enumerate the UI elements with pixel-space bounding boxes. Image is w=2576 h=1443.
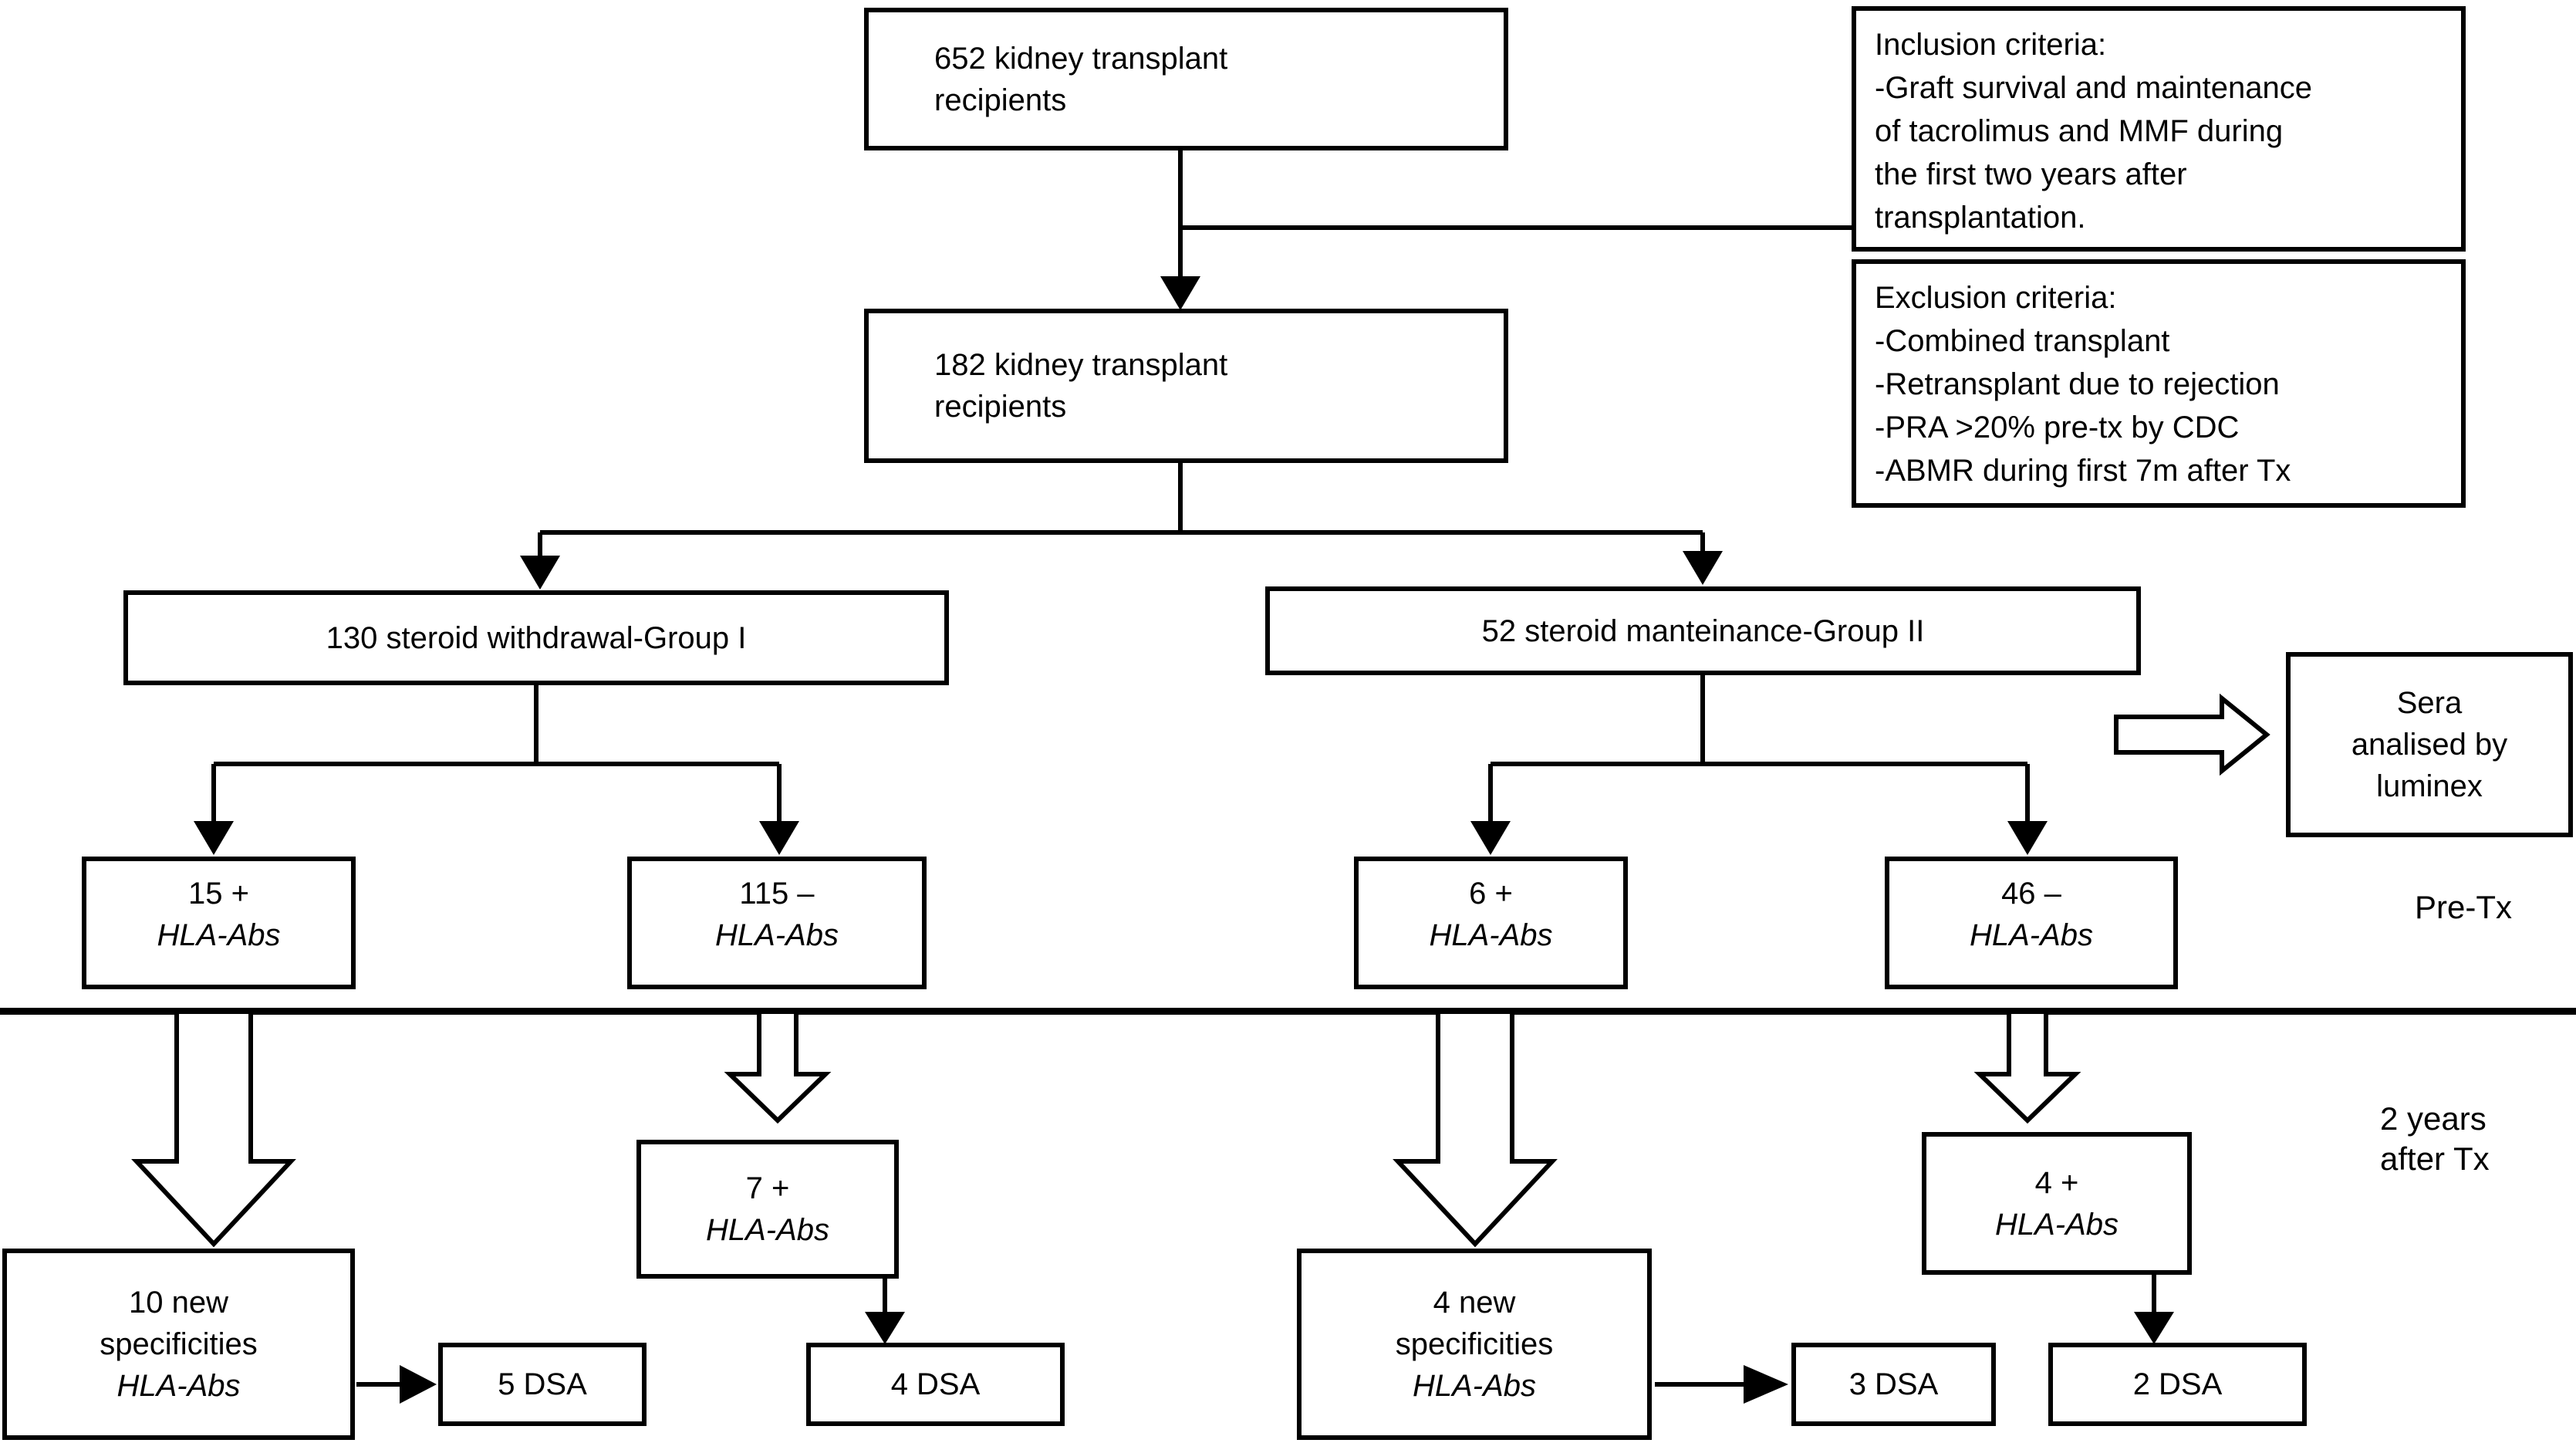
pre-tx-label: Pre-Tx (2415, 889, 2512, 925)
node-group2-hla-positive: 6 + HLA-Abs (1354, 857, 1628, 989)
group1-seroconv-count: 7 + (745, 1171, 790, 1205)
node-2-dsa: 2 DSA (2048, 1343, 2307, 1426)
arrowhead-to-group2 (1683, 551, 1723, 585)
group1-text: 130 steroid withdrawal-Group I (326, 620, 747, 655)
dsa-3-text: 3 DSA (1848, 1367, 1939, 1401)
sera-text: Sera analised by luminex (2351, 686, 2508, 803)
arrowhead-to-182 (1160, 276, 1200, 310)
arrowhead-to-5dsa (400, 1365, 437, 1404)
hla-abs-label: HLA-Abs (1429, 918, 1553, 952)
node-5-dsa: 5 DSA (438, 1343, 647, 1426)
hollow-arrows (131, 693, 2270, 1248)
arrowhead-to-46neg (2007, 821, 2048, 855)
hla-abs-label: HLA-Abs (1969, 918, 2094, 952)
node-3-dsa: 3 DSA (1791, 1343, 1996, 1426)
exclusion-criteria-text: Exclusion criteria: -Combined transplant… (1875, 281, 2291, 488)
group2-seroconv-count: 4 + (2034, 1165, 2079, 1200)
dsa-2-text: 2 DSA (2132, 1367, 2223, 1401)
connector-lines (211, 149, 2156, 1387)
node-group1-steroid-withdrawal: 130 steroid withdrawal-Group I (123, 590, 949, 685)
hla-abs-label: HLA-Abs (157, 918, 281, 952)
node-652-recipients: 652 kidney transplant recipients (864, 8, 1508, 150)
arrowhead-to-15pos (194, 821, 234, 855)
node-652-text: 652 kidney transplant recipients (934, 41, 1228, 117)
arrowhead-to-115neg (759, 821, 799, 855)
inclusion-criteria-box: Inclusion criteria: -Graft survival and … (1852, 6, 2466, 252)
hollow-arrow-group1-pos-down (131, 1009, 296, 1248)
hla-abs-label: HLA-Abs (116, 1369, 241, 1403)
hla-abs-label: HLA-Abs (705, 1213, 830, 1247)
node-group1-new-specificities: 10 new specificities HLA-Abs (2, 1249, 355, 1440)
group1-neg-count: 115 – (739, 877, 815, 911)
group1-pos-count: 15 + (188, 877, 249, 911)
arrowhead-to-4dsa (865, 1312, 905, 1344)
hla-abs-label: HLA-Abs (1994, 1207, 2119, 1242)
arrowhead-to-2dsa (2134, 1312, 2174, 1344)
dsa-4-text: 4 DSA (890, 1367, 981, 1401)
exclusion-criteria-box: Exclusion criteria: -Combined transplant… (1852, 259, 2466, 508)
node-182-recipients: 182 kidney transplant recipients (864, 309, 1508, 463)
solid-arrowheads (194, 276, 2174, 1404)
node-group2-new-specificities: 4 new specificities HLA-Abs (1297, 1249, 1652, 1440)
after-tx-label: 2 years after Tx (2380, 1100, 2490, 1177)
hollow-arrow-group2-pos-down (1393, 1009, 1558, 1248)
group2-text: 52 steroid manteinance-Group II (1481, 613, 1925, 648)
hla-abs-label: HLA-Abs (1412, 1369, 1537, 1403)
node-group2-steroid-maintenance: 52 steroid manteinance-Group II (1265, 586, 2141, 675)
arrowhead-to-group1 (520, 556, 560, 590)
arrowhead-to-6pos (1470, 821, 1511, 855)
node-182-text: 182 kidney transplant recipients (934, 348, 1228, 424)
group2-pos-count: 6 + (1469, 877, 1513, 911)
node-group1-hla-negative: 115 – HLA-Abs (627, 857, 927, 989)
hollow-arrow-group2-neg-down (1973, 1009, 2081, 1124)
group2-new-text: 4 new specificities (1395, 1286, 1554, 1361)
node-sera-luminex: Sera analised by luminex (2286, 652, 2573, 837)
hla-abs-label: HLA-Abs (714, 918, 839, 952)
node-group2-seroconversion: 4 + HLA-Abs (1922, 1132, 2192, 1275)
arrowhead-to-3dsa (1744, 1365, 1788, 1404)
group1-new-text: 10 new specificities (100, 1286, 258, 1361)
node-group1-seroconversion: 7 + HLA-Abs (636, 1140, 899, 1279)
node-group1-hla-positive: 15 + HLA-Abs (82, 857, 356, 989)
hollow-arrow-sera-right (2114, 693, 2270, 776)
timeline-divider (0, 1008, 2576, 1015)
hollow-arrow-group1-neg-down (724, 1009, 832, 1124)
dsa-5-text: 5 DSA (498, 1367, 587, 1401)
node-group2-hla-negative: 46 – HLA-Abs (1885, 857, 2178, 989)
group2-neg-count: 46 – (2001, 877, 2061, 911)
inclusion-criteria-text: Inclusion criteria: -Graft survival and … (1875, 28, 2312, 235)
node-4-dsa: 4 DSA (806, 1343, 1065, 1426)
